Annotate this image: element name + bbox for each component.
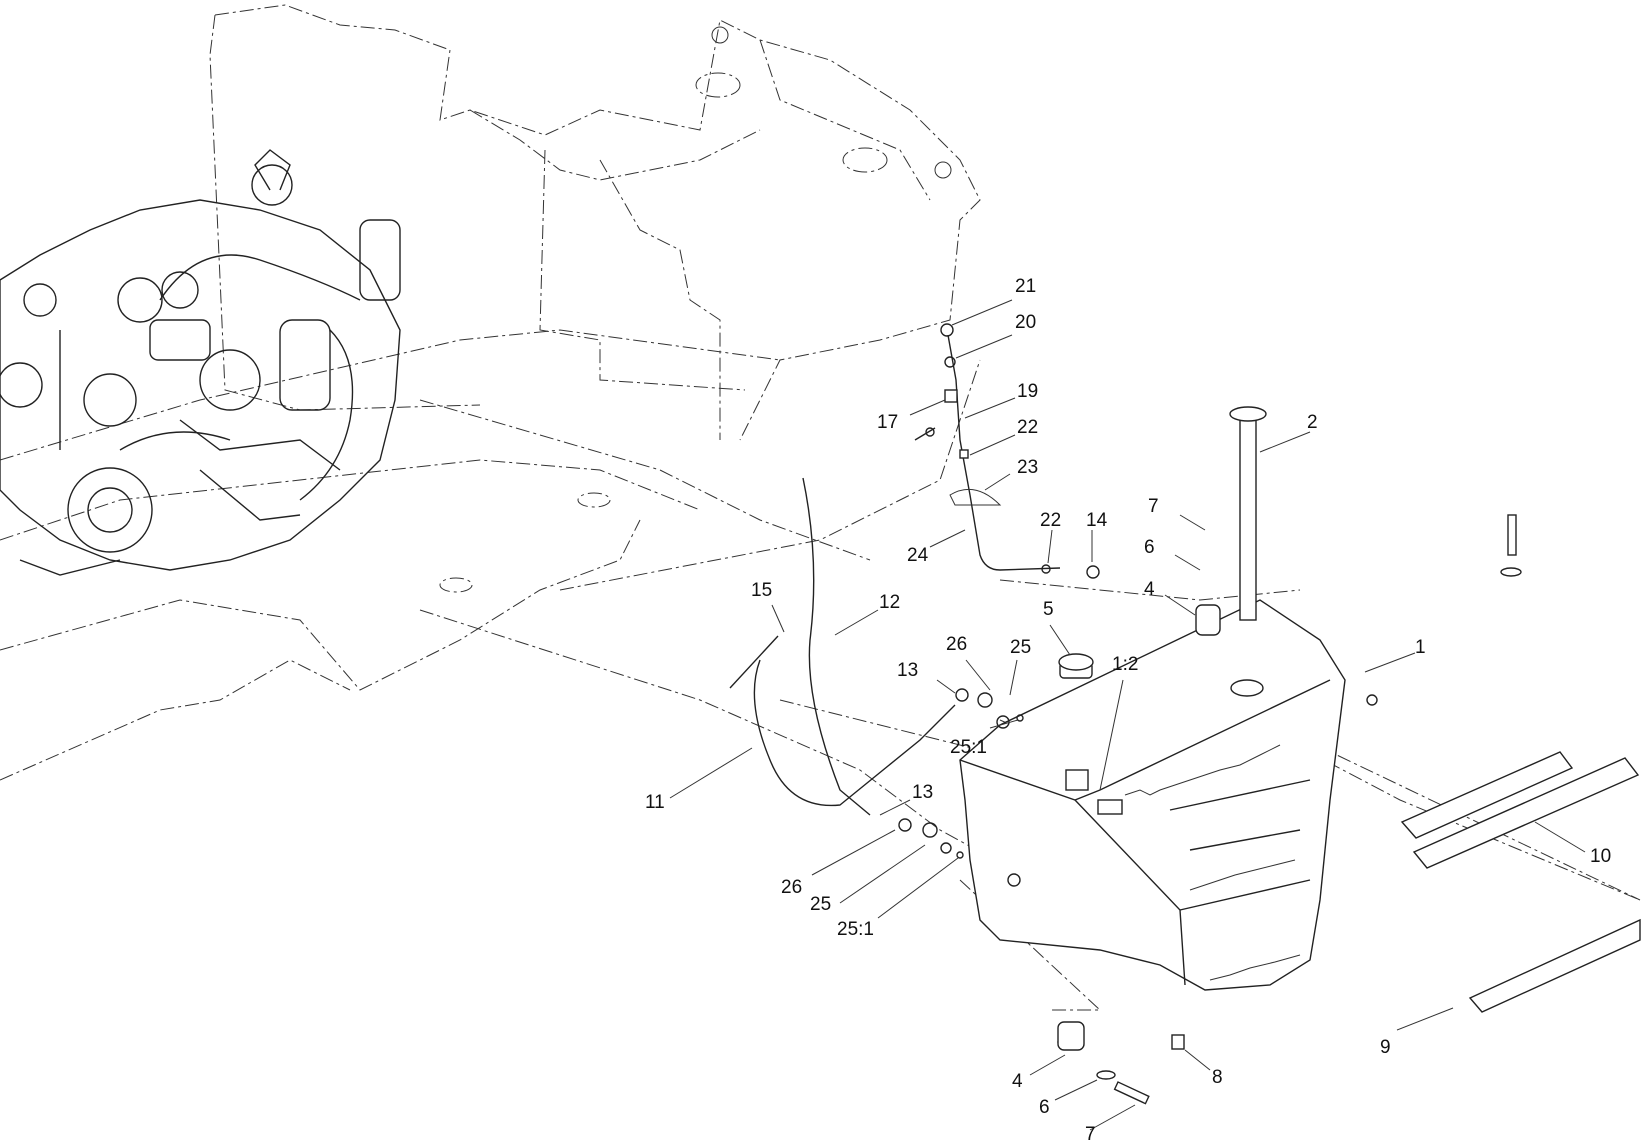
callout-23: 23	[1017, 457, 1038, 478]
callout-1: 1	[1415, 637, 1426, 658]
callout-25: 25	[1010, 637, 1031, 658]
callout-19: 19	[1017, 381, 1038, 402]
callout-21: 21	[1015, 276, 1036, 297]
callout-25-1-lower: 25:1	[837, 919, 874, 940]
callout-15: 15	[751, 580, 772, 601]
callout-11: 11	[645, 792, 665, 813]
callout-13: 13	[897, 660, 918, 681]
fuel-cap	[1058, 653, 1094, 791]
callout-2: 2	[1307, 412, 1318, 433]
callout-24: 24	[907, 545, 929, 566]
engine-assembly	[0, 149, 401, 576]
callout-leaders	[669, 299, 1586, 1131]
tank-mount-hardware	[1057, 514, 1522, 1105]
fuel-sender-tube	[1229, 406, 1267, 621]
callout-7: 7	[1148, 496, 1159, 517]
fuel-tank	[959, 599, 1378, 991]
callout-13-lower: 13	[912, 782, 933, 803]
callout-4: 4	[1144, 579, 1155, 600]
tank-pads	[1400, 751, 1641, 1013]
callout-labels: 21 20 19 17 22 23 2 22 14 24 7 6 4 15 12…	[645, 276, 1611, 1145]
callout-22: 22	[1017, 417, 1038, 438]
callout-5: 5	[1043, 599, 1054, 620]
callout-7-lower: 7	[1085, 1124, 1096, 1145]
callout-6: 6	[1144, 537, 1155, 558]
callout-1-2: 1:2	[1112, 654, 1138, 675]
callout-10: 10	[1590, 846, 1611, 867]
fuel-hoses	[729, 323, 1100, 859]
callout-20: 20	[1015, 312, 1036, 333]
callout-22-lower: 22	[1040, 510, 1061, 531]
callout-26-lower: 26	[781, 877, 802, 898]
callout-25-lower: 25	[810, 894, 831, 915]
callout-17: 17	[877, 412, 898, 433]
callout-12: 12	[879, 592, 900, 613]
callout-26: 26	[946, 634, 967, 655]
callout-4-lower: 4	[1012, 1071, 1023, 1092]
callout-8: 8	[1212, 1067, 1223, 1088]
callout-25-1: 25:1	[950, 737, 987, 758]
callout-9: 9	[1380, 1037, 1391, 1058]
callout-6-lower: 6	[1039, 1097, 1050, 1118]
callout-14: 14	[1086, 510, 1108, 531]
